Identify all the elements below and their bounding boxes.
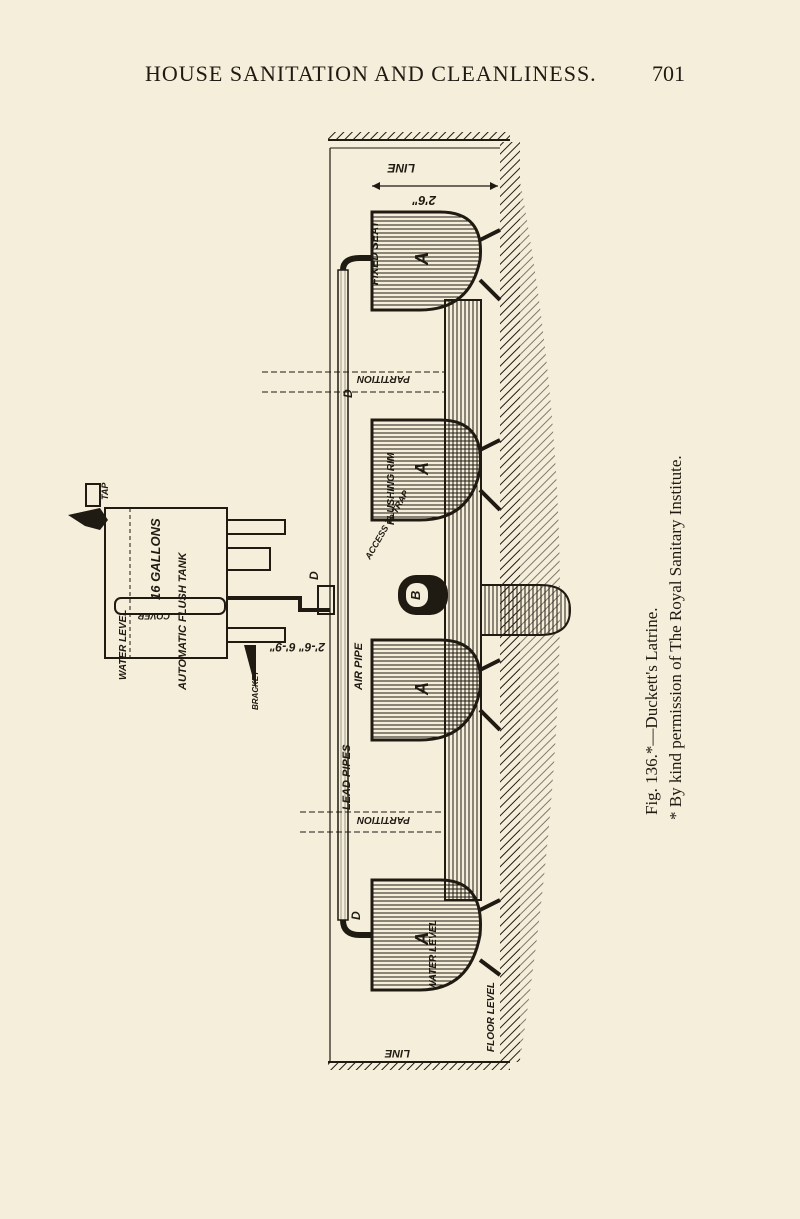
label-fixed-seat: FIXED SEAT [369, 220, 381, 285]
flush-tank [104, 507, 335, 659]
label-a-3: A [412, 682, 432, 696]
outlet [481, 584, 572, 636]
label-bracket: BRACKET [251, 670, 260, 710]
running-head: HOUSE SANITATION AND CLEANLINESS. [145, 61, 597, 86]
partition-lines [262, 371, 445, 833]
label-a-1: A [412, 252, 432, 266]
label-flushing-rim: FLUSHING RIM [386, 452, 397, 525]
label-automatic-flush-tank: AUTOMATIC FLUSH TANK [177, 551, 189, 691]
label-line-bottom: LINE [384, 1047, 410, 1059]
label-dim-middle: 2'-6" 6'-9" [270, 640, 326, 654]
lead-pipe [329, 148, 372, 1062]
figure-caption: Fig. 136.*—Duckett's Latrine. * By kind … [640, 455, 688, 820]
label-tap: TAP [100, 482, 110, 500]
bracket [244, 645, 256, 690]
label-a-2: A [412, 462, 432, 476]
label-cover: COVER [137, 611, 170, 621]
figure-label: Fig. 136.*—Duckett's Latrine. [642, 607, 661, 815]
central-drain [444, 299, 482, 901]
label-line-top: LINE [387, 161, 415, 175]
label-partition-2: PARTITION [356, 814, 410, 825]
label-gallons: 16 GALLONS [148, 518, 163, 600]
page-header: HOUSE SANITATION AND CLEANLINESS. 701 [145, 58, 685, 90]
label-d-3: D [349, 911, 363, 920]
label-d-2: D [307, 571, 321, 580]
label-b: B [408, 591, 423, 600]
label-air-pipe: AIR PIPE [353, 642, 365, 691]
label-lead-pipes: LEAD PIPES [341, 744, 353, 810]
pan-2 [370, 418, 502, 522]
label-d-1: D [341, 389, 355, 398]
label-water-level-tank: WATER LEVEL [118, 610, 129, 680]
label-floor-level: FLOOR LEVEL [486, 982, 497, 1052]
ground-lines [328, 132, 510, 1070]
pan-3 [370, 638, 502, 742]
dimension-top [372, 182, 498, 190]
label-dim-top: 2'6" [411, 193, 437, 208]
tap-icon [68, 483, 108, 530]
label-a-4: A [412, 932, 432, 946]
trap-b [398, 575, 448, 615]
label-partition-1: PARTITION [356, 373, 410, 384]
figure-credit: * By kind permission of The Royal Sanita… [666, 455, 685, 820]
page-number: 701 [652, 61, 685, 86]
pan-1 [370, 210, 502, 312]
label-water-level-pan: WATER LEVEL [428, 920, 439, 990]
pan-4 [370, 878, 502, 992]
